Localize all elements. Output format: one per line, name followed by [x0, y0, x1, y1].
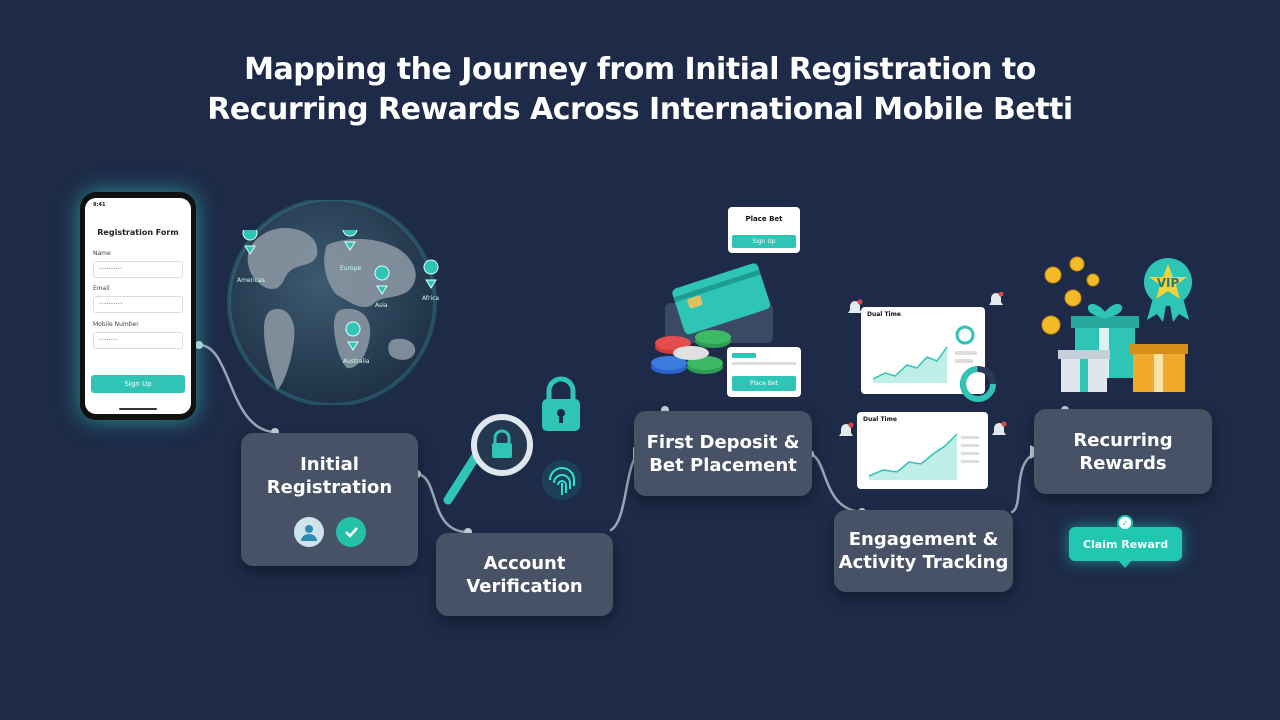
- slip-place-bet-button[interactable]: Place Bet: [732, 376, 796, 391]
- name-label: Name: [93, 250, 111, 257]
- stage-label-line: Verification: [466, 575, 583, 597]
- vip-badge-icon: VIP: [1144, 258, 1192, 322]
- donut-gauge-icon: [960, 366, 996, 402]
- rewards-illustration: VIP: [1041, 256, 1192, 392]
- gift-box-icon: [1058, 350, 1110, 392]
- user-icon: [293, 516, 324, 547]
- check-badge-icon: [335, 516, 366, 547]
- claim-tail: [1118, 560, 1132, 568]
- bet-sign-up-button[interactable]: Sign Up: [732, 235, 796, 248]
- map-pin-icon: [423, 259, 439, 289]
- stage-first-deposit[interactable]: First Deposit & Bet Placement: [634, 411, 812, 496]
- map-pin-icon: [242, 230, 258, 255]
- claim-indicator-icon: ✓: [1117, 515, 1133, 531]
- magnifier-lock-icon: [443, 414, 533, 505]
- activity-dashboard-1: Dual Time: [861, 307, 985, 394]
- phone-mockup: 9:41 Registration Form Name •••••••••• E…: [80, 192, 196, 420]
- stage-label-line: Engagement &: [848, 529, 999, 550]
- email-label: Email: [93, 285, 110, 292]
- registration-form: 9:41 Registration Form Name •••••••••• E…: [85, 198, 191, 414]
- stage-label-line: Activity Tracking: [838, 552, 1009, 573]
- pin-label: Australia: [343, 358, 370, 365]
- stage-recurring-rewards[interactable]: Recurring Rewards: [1034, 409, 1212, 494]
- stage-label-line: Bet Placement: [649, 454, 797, 476]
- title-line-2: Recurring Rewards Across International M…: [207, 92, 1073, 127]
- dashboard-title: Dual Time: [863, 416, 897, 423]
- email-placeholder: ••••••••••: [99, 301, 123, 306]
- name-field[interactable]: ••••••••••: [93, 261, 183, 278]
- gold-coins-icon: [1041, 256, 1100, 335]
- sign-up-button[interactable]: Sign Up: [91, 375, 185, 393]
- mobile-placeholder: ••••••••: [99, 337, 118, 342]
- globe-illustration: [227, 200, 437, 405]
- place-bet-title: Place Bet: [745, 215, 783, 223]
- activity-dashboard-2: Dual Time: [857, 412, 988, 489]
- stage-label-line: First Deposit &: [646, 431, 800, 453]
- slip-bar: [732, 353, 756, 358]
- mobile-field[interactable]: ••••••••: [93, 332, 183, 349]
- claim-reward-button[interactable]: Claim Reward: [1069, 527, 1182, 561]
- stage-engagement-tracking[interactable]: Engagement & Activity Tracking: [834, 510, 1013, 592]
- stage-label-line: Registration: [266, 476, 393, 498]
- home-indicator: [119, 408, 157, 410]
- map-pin-icon: [374, 265, 390, 295]
- stage-label-line: Recurring: [1073, 429, 1173, 451]
- poker-chips-icon: [651, 330, 731, 374]
- map-pin-icon: [345, 321, 361, 351]
- place-bet-card: Place Bet Sign Up: [728, 207, 800, 253]
- notification-bells: [839, 292, 1007, 436]
- stage-label-line: Rewards: [1079, 452, 1167, 474]
- verification-illustration: [443, 376, 582, 505]
- padlock-icon: [542, 376, 580, 431]
- stage-initial-registration[interactable]: Initial Registration: [241, 433, 418, 566]
- dashboard-title: Dual Time: [867, 311, 901, 318]
- vip-text: VIP: [1157, 276, 1180, 290]
- bet-slip-card: Place Bet: [727, 347, 801, 397]
- pin-label: Africa: [422, 295, 439, 302]
- pin-label: Americas: [237, 277, 265, 284]
- map-pins: Americas Europe Asia Africa Australia: [237, 230, 439, 365]
- fingerprint-icon: [542, 460, 582, 500]
- stage-account-verification[interactable]: Account Verification: [436, 533, 613, 616]
- page-title: Mapping the Journey from Initial Registr…: [0, 50, 1280, 130]
- gift-box-icon: [1130, 344, 1188, 392]
- email-field[interactable]: ••••••••••: [93, 296, 183, 313]
- title-line-1: Mapping the Journey from Initial Registr…: [244, 52, 1036, 87]
- stage-label-line: Account: [483, 552, 566, 574]
- form-title: Registration Form: [97, 228, 179, 237]
- name-placeholder: ••••••••••: [99, 266, 123, 271]
- status-time: 9:41: [93, 202, 106, 208]
- deposit-illustration: [651, 263, 773, 374]
- stage-label-line: Initial: [300, 453, 359, 475]
- map-pin-icon: [342, 230, 358, 251]
- pin-label: Europe: [340, 265, 361, 272]
- credit-card-icon: [672, 263, 771, 335]
- mobile-label: Mobile Number: [93, 321, 139, 328]
- pin-label: Asia: [375, 302, 388, 309]
